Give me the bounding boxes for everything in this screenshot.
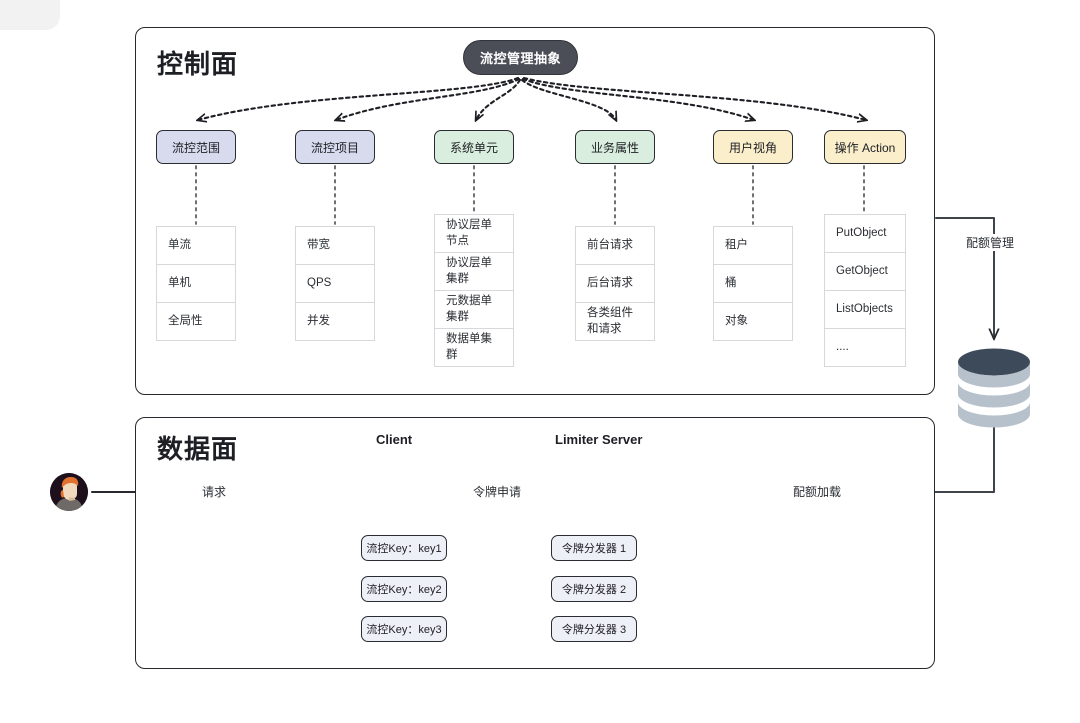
- token-dispatcher-pill-0[interactable]: 令牌分发器 1: [551, 535, 637, 561]
- database-icon: [958, 348, 1030, 428]
- item-list-4: 租户桶对象: [713, 226, 793, 341]
- root-node-flow-control-abstraction[interactable]: 流控管理抽象: [463, 40, 578, 75]
- category-chip-5[interactable]: 操作 Action: [824, 130, 906, 164]
- item-row: 协议层单节点: [435, 215, 513, 253]
- item-row: 数据单集群: [435, 329, 513, 367]
- item-row: 后台请求: [576, 265, 654, 303]
- item-row: 租户: [714, 227, 792, 265]
- item-row: 对象: [714, 303, 792, 341]
- item-row: 单机: [157, 265, 235, 303]
- item-row: 单流: [157, 227, 235, 265]
- flow-key-pill-2[interactable]: 流控Key：key3: [361, 616, 447, 642]
- limiter-server-label: Limiter Server: [555, 432, 643, 447]
- item-row: PutObject: [825, 215, 905, 253]
- item-row: 各类组件和请求: [576, 303, 654, 341]
- category-chip-4[interactable]: 用户视角: [713, 130, 793, 164]
- quota-load-edge-label: 配额加载: [789, 483, 846, 500]
- item-row: 并发: [296, 303, 374, 341]
- category-chip-3[interactable]: 业务属性: [575, 130, 655, 164]
- flow-key-pill-0[interactable]: 流控Key：key1: [361, 535, 447, 561]
- quota-management-label: 配额管理: [962, 234, 1019, 251]
- item-row: 前台请求: [576, 227, 654, 265]
- item-row: 全局性: [157, 303, 235, 341]
- item-row: GetObject: [825, 253, 905, 291]
- item-row: 带宽: [296, 227, 374, 265]
- user-avatar: [50, 473, 88, 511]
- token-request-edge-label: 令牌申请: [469, 483, 526, 500]
- corner-decoration: [0, 0, 60, 30]
- category-chip-0[interactable]: 流控范围: [156, 130, 236, 164]
- item-row: 桶: [714, 265, 792, 303]
- item-row: QPS: [296, 265, 374, 303]
- category-chip-1[interactable]: 流控项目: [295, 130, 375, 164]
- item-row: 协议层单集群: [435, 253, 513, 291]
- flow-key-pill-1[interactable]: 流控Key：key2: [361, 576, 447, 602]
- token-dispatcher-pill-2[interactable]: 令牌分发器 3: [551, 616, 637, 642]
- item-list-3: 前台请求后台请求各类组件和请求: [575, 226, 655, 341]
- request-edge-label: 请求: [198, 483, 231, 500]
- data-plane-panel: [135, 417, 935, 669]
- control-plane-panel: [135, 27, 935, 395]
- token-dispatcher-pill-1[interactable]: 令牌分发器 2: [551, 576, 637, 602]
- item-row: ListObjects: [825, 291, 905, 329]
- item-list-2: 协议层单节点协议层单集群元数据单集群数据单集群: [434, 214, 514, 367]
- item-list-0: 单流单机全局性: [156, 226, 236, 341]
- category-chip-2[interactable]: 系统单元: [434, 130, 514, 164]
- item-row: ....: [825, 329, 905, 367]
- control-plane-title: 控制面: [157, 49, 239, 79]
- data-plane-title: 数据面: [157, 434, 239, 464]
- item-row: 元数据单集群: [435, 291, 513, 329]
- client-label: Client: [376, 432, 413, 447]
